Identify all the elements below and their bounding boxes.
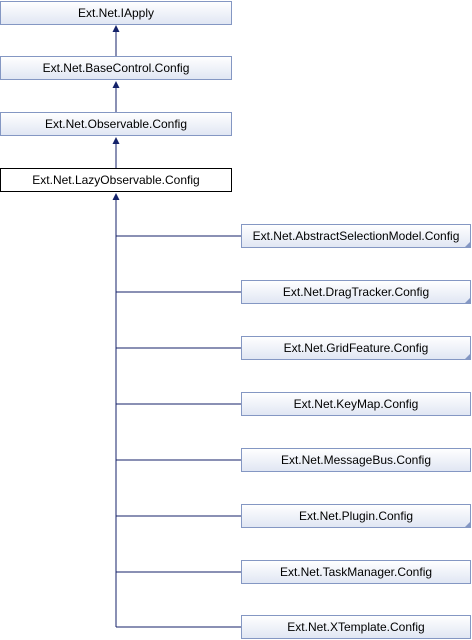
node-basecontrol-config[interactable]: Ext.Net.BaseControl.Config xyxy=(0,56,232,80)
node-lazyobservable-config[interactable]: Ext.Net.LazyObservable.Config xyxy=(0,168,232,192)
node-abstractselectionmodel-config-label: Ext.Net.AbstractSelectionModel.Config xyxy=(253,229,460,243)
node-dragtracker-config[interactable]: Ext.Net.DragTracker.Config xyxy=(241,280,471,304)
node-keymap-config-label: Ext.Net.KeyMap.Config xyxy=(294,397,419,411)
node-gridfeature-config-label: Ext.Net.GridFeature.Config xyxy=(284,341,429,355)
corner-mark xyxy=(465,522,470,527)
node-dragtracker-config-label: Ext.Net.DragTracker.Config xyxy=(283,285,429,299)
edges xyxy=(112,25,241,628)
node-basecontrol-config-label: Ext.Net.BaseControl.Config xyxy=(43,61,190,75)
node-messagebus-config-label: Ext.Net.MessageBus.Config xyxy=(281,453,431,467)
arrowhead-observable xyxy=(112,137,120,144)
node-xtemplate-config-label: Ext.Net.XTemplate.Config xyxy=(287,620,424,634)
node-observable-config-label: Ext.Net.Observable.Config xyxy=(45,117,187,131)
node-plugin-config[interactable]: Ext.Net.Plugin.Config xyxy=(241,504,471,528)
node-messagebus-config[interactable]: Ext.Net.MessageBus.Config xyxy=(241,448,471,472)
corner-mark xyxy=(465,242,470,247)
node-gridfeature-config[interactable]: Ext.Net.GridFeature.Config xyxy=(241,336,471,360)
node-taskmanager-config-label: Ext.Net.TaskManager.Config xyxy=(280,565,432,579)
node-iapply[interactable]: Ext.Net.IApply xyxy=(0,1,232,25)
node-keymap-config[interactable]: Ext.Net.KeyMap.Config xyxy=(241,392,471,416)
corner-mark xyxy=(465,354,470,359)
node-xtemplate-config[interactable]: Ext.Net.XTemplate.Config xyxy=(241,615,471,639)
node-iapply-label: Ext.Net.IApply xyxy=(78,6,154,20)
node-observable-config[interactable]: Ext.Net.Observable.Config xyxy=(0,112,232,136)
arrowhead-iapply xyxy=(112,25,120,32)
node-plugin-config-label: Ext.Net.Plugin.Config xyxy=(299,509,413,523)
arrowhead-basecontrol xyxy=(112,81,120,88)
node-lazyobservable-config-label: Ext.Net.LazyObservable.Config xyxy=(32,173,199,187)
node-taskmanager-config[interactable]: Ext.Net.TaskManager.Config xyxy=(241,560,471,584)
arrowhead-lazyobservable xyxy=(112,193,120,200)
corner-mark xyxy=(465,298,470,303)
node-abstractselectionmodel-config[interactable]: Ext.Net.AbstractSelectionModel.Config xyxy=(241,224,471,248)
